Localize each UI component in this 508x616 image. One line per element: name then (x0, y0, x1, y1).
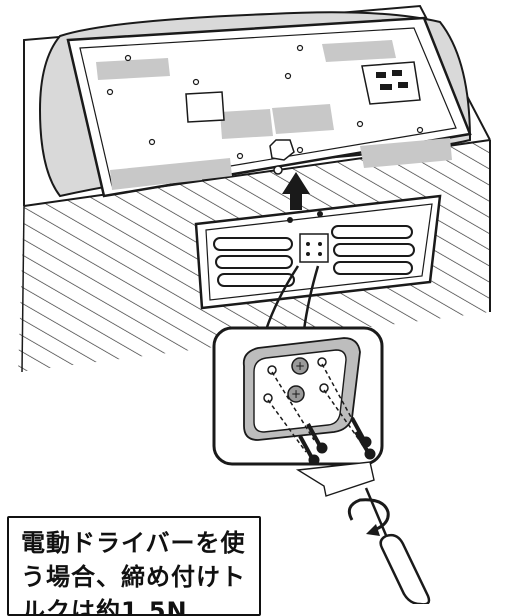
screw-guide-plane (295, 461, 375, 497)
screws (267, 363, 376, 466)
zoom-detail: + + (212, 326, 384, 466)
instruction-caption-box: 電動ドライバーを使 う場合、締め付けト ルクは約1.5N (7, 516, 261, 616)
screwdriver (364, 487, 431, 604)
up-arrow-icon (282, 172, 310, 210)
tv-back-panel (66, 16, 472, 198)
caption-line-2: う場合、締め付けト (21, 563, 246, 591)
caption-line-3: ルクは約1.5N (21, 597, 188, 616)
stand-mount-plate (194, 194, 442, 310)
zoom-leader (264, 265, 320, 331)
caption-line-1: 電動ドライバーを使 (21, 529, 246, 557)
svg-text:+: + (291, 387, 301, 401)
rotation-arrow-icon (347, 498, 390, 532)
svg-text:+: + (295, 359, 305, 373)
